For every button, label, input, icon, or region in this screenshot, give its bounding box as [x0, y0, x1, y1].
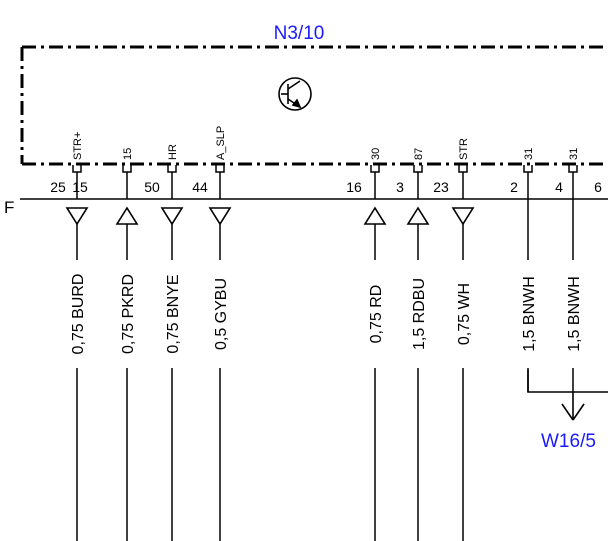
transistor-icon	[278, 77, 312, 111]
pin-connector-icon	[568, 165, 578, 180]
pin-connector-icon	[167, 165, 177, 180]
pin-number: 25	[50, 179, 66, 195]
pin-name: 31	[523, 148, 535, 160]
pin-connector-icon	[413, 165, 423, 180]
pin-name: 15	[122, 148, 134, 160]
pin-number: 16	[346, 179, 362, 195]
pin-8: 4 31 1,5 BNWH	[555, 148, 583, 392]
pin-1: 15 15 0,75 PKRD	[72, 148, 139, 541]
pin-6: 23 STR 0,75 WH	[433, 138, 475, 541]
pin-name: 30	[370, 148, 382, 160]
pin-7: 2 31 1,5 BNWH	[510, 148, 538, 392]
pin-9: 6	[594, 179, 602, 195]
pin-name: 31	[568, 148, 580, 160]
pin-number: 3	[396, 179, 404, 195]
component-label: N3/10	[274, 23, 325, 44]
pin-name: STR	[458, 138, 470, 160]
pin-name: STR+	[72, 132, 84, 160]
arrow-up-icon	[115, 206, 139, 225]
wire-label: 1,5 BNWH	[566, 276, 583, 352]
pin-2: 50 HR 0,75 BNYE	[144, 144, 184, 541]
pin-number: 15	[72, 179, 88, 195]
splice-label: W16/5	[541, 431, 596, 452]
pin-connector-icon	[370, 165, 380, 180]
pin-name: 87	[413, 148, 425, 160]
pin-0: 25 STR+ 0,75 BURD	[50, 132, 89, 541]
arrow-down-icon	[65, 207, 89, 226]
arrow-up-icon	[363, 206, 387, 225]
pin-number: 2	[510, 179, 518, 195]
splice-connector	[527, 370, 608, 421]
pin-number: 50	[144, 179, 160, 195]
pin-connector-icon	[523, 165, 533, 180]
wire-label: 0,75 BNYE	[165, 274, 182, 353]
pin-4: 16 30 0,75 RD	[346, 148, 387, 541]
arrow-down-icon	[451, 207, 475, 226]
wire-label: 0,75 BURD	[70, 274, 87, 355]
wire-label: 0,75 RD	[368, 285, 385, 344]
pin-3: 44 A_SLP 0,5 GYBU	[192, 126, 232, 541]
wire-label: 0,75 PKRD	[120, 274, 137, 354]
pin-number: 4	[555, 179, 563, 195]
row-label: F	[4, 198, 14, 217]
pin-number: 6	[594, 179, 602, 195]
pin-connector-icon	[122, 165, 132, 180]
pin-number: 23	[433, 179, 449, 195]
wire-label: 1,5 RDBU	[411, 278, 428, 350]
component-boundary	[20, 45, 608, 166]
pin-connector-icon	[215, 165, 225, 180]
wire-label: 0,75 WH	[456, 283, 473, 345]
pin-connector-icon	[72, 165, 82, 180]
arrow-down-icon	[208, 207, 232, 226]
pin-connector-icon	[458, 165, 468, 180]
arrow-up-icon	[406, 206, 430, 225]
pin-name: HR	[167, 144, 179, 160]
pin-number: 44	[192, 179, 208, 195]
wire-label: 0,5 GYBU	[213, 278, 230, 350]
pin-5: 3 87 1,5 RDBU	[396, 148, 430, 541]
arrow-down-icon	[160, 207, 184, 226]
pins-layer: 25 STR+ 0,75 BURD 15 15 0,75 PKRD 50 HR 0,75 BNY…	[50, 126, 602, 541]
wire-label: 1,5 BNWH	[521, 276, 538, 352]
pin-name: A_SLP	[215, 126, 227, 160]
